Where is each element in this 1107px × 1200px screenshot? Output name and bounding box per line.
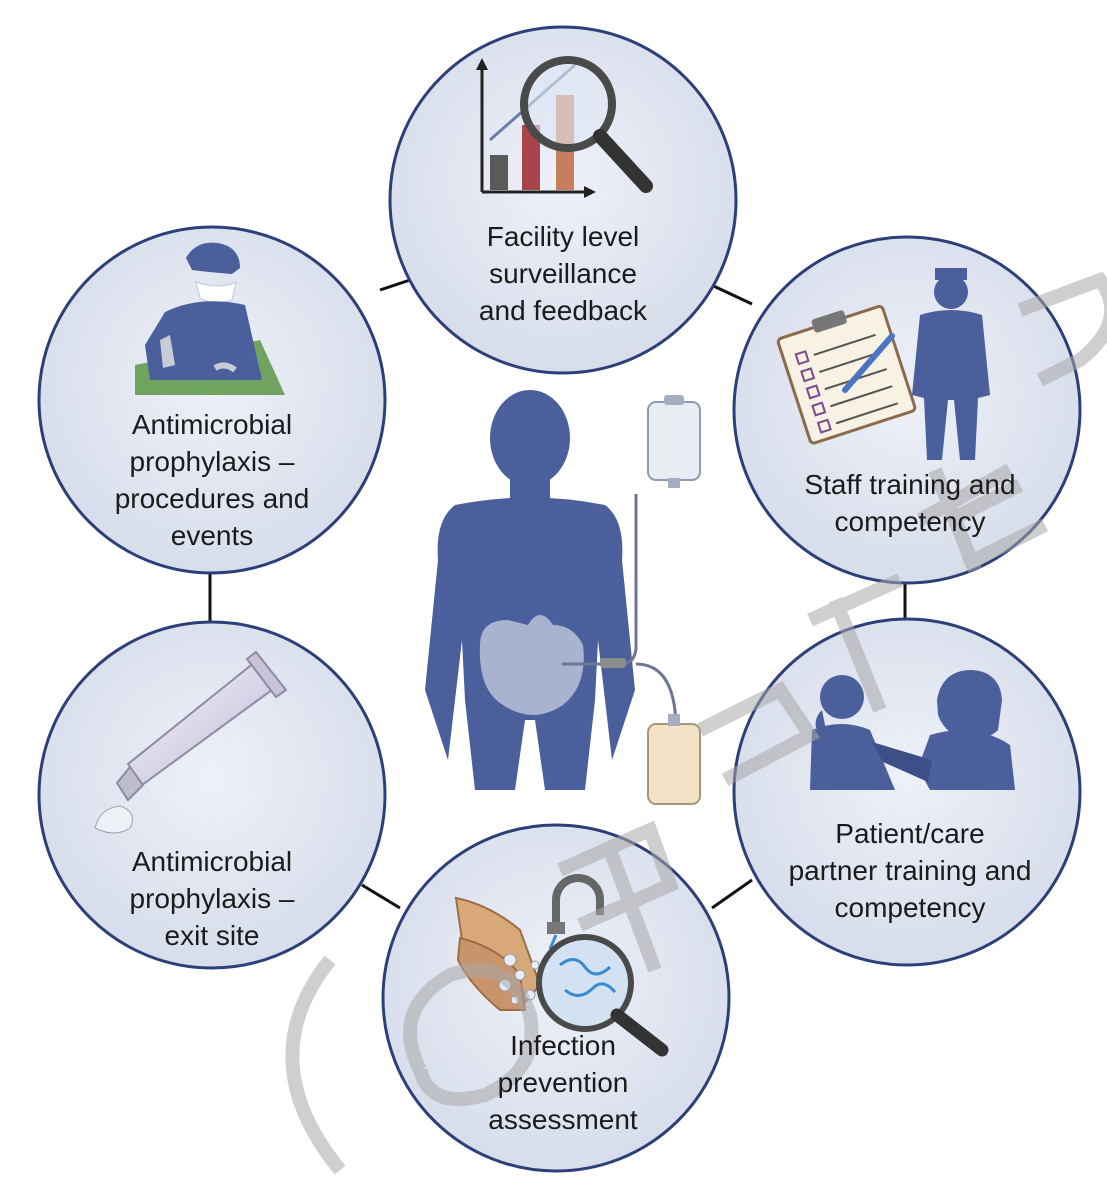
label-line: Facility level [486,221,640,252]
nurse-clipboard-icon [776,268,990,460]
label-line: prevention [497,1067,629,1098]
label-line: partner training and [788,855,1032,886]
label-staff: Staff training and competency [740,466,1080,540]
peritoneal-dialysis-patient-icon [425,390,701,805]
label-patient: Patient/care partner training and compet… [740,815,1080,926]
label-exit-site: Antimicrobial prophylaxis – exit site [42,843,382,954]
label-line: prophylaxis – [129,446,295,477]
label-line: Antimicrobial [131,409,293,440]
label-line: prophylaxis – [129,883,295,914]
label-line: competency [834,506,986,537]
label-facility: Facility level surveillance and feedback [393,218,733,329]
label-line: Patient/care [835,818,985,849]
circle-procedures [37,225,387,575]
label-line: exit site [164,920,260,951]
label-infection: Infection prevention assessment [393,1027,733,1138]
circle-exit-site [37,620,387,970]
label-line: events [170,520,254,551]
label-line: procedures and [114,483,310,514]
label-line: Staff training and [804,469,1016,500]
patient-care-partner-icon [810,670,1015,790]
label-procedures: Antimicrobial prophylaxis – procedures a… [42,406,382,554]
surgeon-icon [135,242,285,395]
label-line: and feedback [478,295,648,326]
label-line: surveillance [489,258,637,289]
handwashing-magnifier-icon [454,874,669,1057]
label-line: assessment [488,1104,638,1135]
chart-magnifier-icon [476,56,653,198]
watermark [285,271,1107,1175]
label-line: Antimicrobial [131,846,293,877]
circle-facility [388,25,738,375]
label-line: Infection [510,1030,616,1061]
label-line: competency [834,892,986,923]
ointment-tube-icon [94,650,288,834]
